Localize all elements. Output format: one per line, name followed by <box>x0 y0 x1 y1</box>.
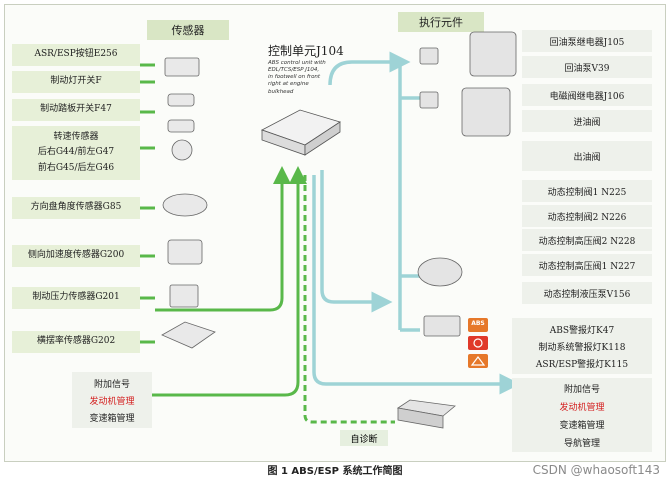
actuator-icons <box>396 31 517 429</box>
warning-lights-box: ABS警报灯K47 制动系统警报灯K118 ASR/ESP警报灯K115 <box>512 318 652 374</box>
actuator-dynamic-valve-2: 动态控制阀2 N226 <box>522 205 652 227</box>
actuator-solenoid-relay: 电磁阀继电器J106 <box>522 84 652 106</box>
sensor-asr-esp-button: ASR/ESP按钮E256 <box>12 44 140 66</box>
additional-signals-right: 附加信号 发动机管理 变速箱管理 导航管理 <box>512 378 652 452</box>
actuator-outlet-valve: 出油阀 <box>522 141 652 171</box>
diagnosis-line <box>303 175 395 424</box>
self-diagnosis-label: 自诊断 <box>340 430 388 446</box>
actuator-dynamic-valve-1: 动态控制阀1 N225 <box>522 180 652 202</box>
actuator-hydraulic-pump: 动态控制液压泵V156 <box>522 282 652 304</box>
abs-lamp-label: ABS <box>471 320 485 327</box>
actuator-return-pump-relay: 回油泵继电器J105 <box>522 30 652 52</box>
sensor-lateral-acceleration: 侧向加速度传感器G200 <box>12 245 140 267</box>
extra-signal-arrow <box>152 166 307 397</box>
bottom-actuator-arrow <box>312 175 521 395</box>
sensor-steering-angle: 方向盘角度传感器G85 <box>12 197 140 219</box>
actuator-high-pressure-valve-1: 动态控制高压阀1 N227 <box>522 254 652 276</box>
figure-caption: 图 1 ABS/ESP 系统工作简图 <box>267 466 403 477</box>
ecu-description: ABS control unit with EDL/TCS/ESP J104, … <box>268 60 326 95</box>
sensor-brake-pedal-switch: 制动踏板开关F47 <box>12 99 140 121</box>
actuators-header: 执行元件 <box>398 12 484 32</box>
additional-signals-left: 附加信号 发动机管理 变速箱管理 <box>72 372 152 428</box>
actuator-return-pump: 回油泵V39 <box>522 56 652 78</box>
sensor-brake-pressure: 制动压力传感器G201 <box>12 287 140 309</box>
actuator-branches <box>398 62 420 332</box>
sensor-brake-light-switch: 制动灯开关F <box>12 71 140 93</box>
ecu-unit <box>260 109 341 156</box>
sensor-yaw-rate: 横摆率传感器G202 <box>12 331 140 353</box>
top-actuator-arrow <box>328 51 411 86</box>
warning-lamps <box>468 318 488 368</box>
actuator-inlet-valve: 进油阀 <box>522 110 652 132</box>
actuator-high-pressure-valve-2: 动态控制高压阀2 N228 <box>522 229 652 251</box>
mid-actuator-arrow <box>320 170 393 313</box>
sensor-bus-arrow <box>155 166 291 312</box>
ecu-title: 控制单元J104 <box>268 44 344 58</box>
sensor-wheel-speed: 转速传感器 后右G44/前左G47 前右G45/后左G46 <box>12 126 140 180</box>
sensor-icons <box>161 57 216 349</box>
sensors-header: 传感器 <box>147 20 229 40</box>
watermark: CSDN @whaosoft143 <box>532 463 660 477</box>
sensor-stubs <box>140 63 155 344</box>
